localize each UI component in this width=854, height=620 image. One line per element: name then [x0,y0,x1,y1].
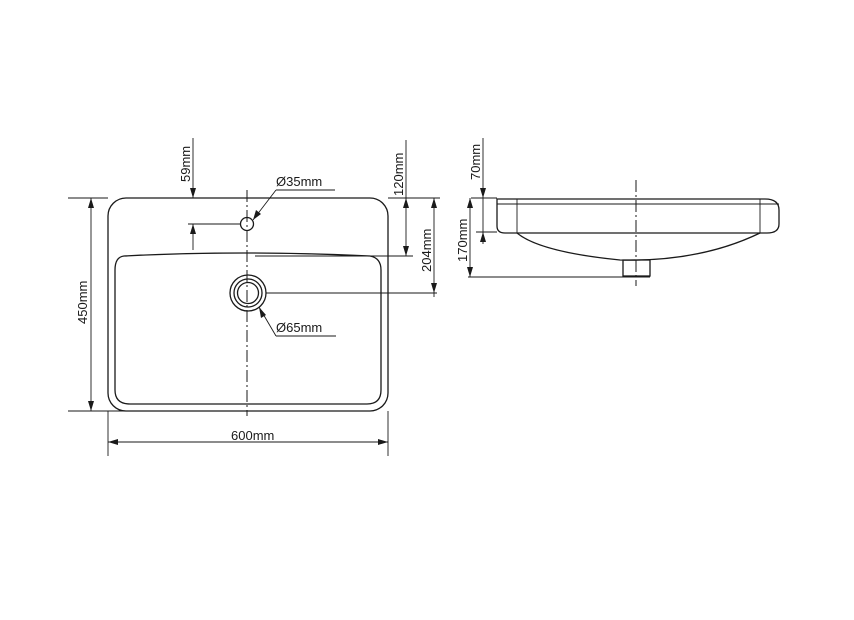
dim-total-height-label: 170mm [455,219,470,262]
side-view [496,180,780,286]
basin-outline [107,197,389,412]
dim-ledge-label: 120mm [391,153,406,196]
drain [229,274,267,312]
dimension-width: 600mm [107,411,389,456]
side-bowl [516,232,761,261]
dimension-tap-offset: 59mm [178,138,196,250]
dim-drain-diameter-label: Ø65mm [276,320,322,335]
dimension-drain-offset: 204mm [419,198,437,297]
dimension-rim-height: 70mm [468,138,497,244]
dimension-tap-diameter: Ø35mm [252,174,335,221]
dimension-total-height: 170mm [455,198,650,278]
dim-depth-label: 450mm [75,281,90,324]
dimension-depth: 450mm [68,197,128,412]
top-view [107,190,440,416]
bowl-outline [114,252,382,405]
dim-rim-height-label: 70mm [468,144,483,180]
dim-tap-offset-label: 59mm [178,146,193,182]
dimension-drain-diameter: Ø65mm [258,306,336,337]
dimension-ledge: 120mm [391,140,409,256]
dim-drain-offset-label: 204mm [419,229,434,272]
side-rim [496,198,780,234]
dim-tap-diameter-label: Ø35mm [276,174,322,189]
dim-width-label: 600mm [231,428,274,443]
